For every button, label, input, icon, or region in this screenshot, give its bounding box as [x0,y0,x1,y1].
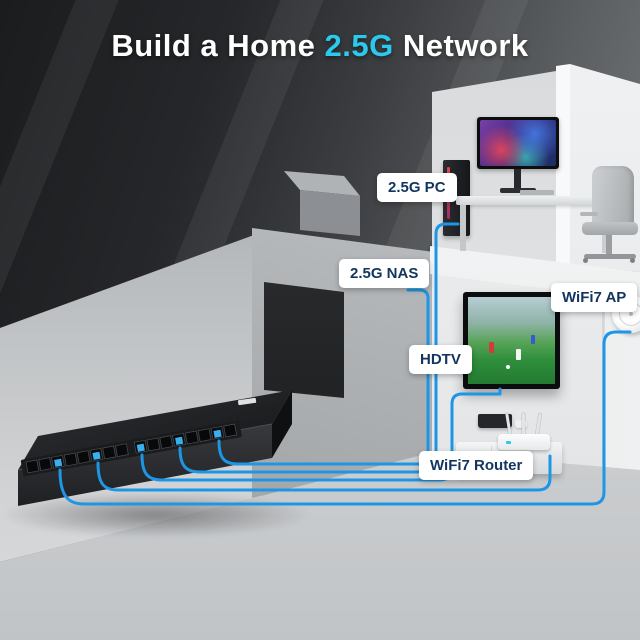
cable-plug [136,443,145,452]
cable-plug [213,429,222,438]
label-wifi7-router: WiFi7 Router [419,451,534,480]
chair-back [592,166,634,226]
pc-monitor [477,117,559,169]
tv-player-figure [488,342,494,354]
cable-plug [54,458,63,467]
cable-plug [175,436,184,445]
cable-to-router [96,454,552,492]
title-text-suffix: Network [393,28,529,63]
tv-player-figure [530,335,535,345]
router-body [498,434,550,450]
game-controller [515,420,527,428]
office-chair [566,166,640,272]
desk-leg-left [460,205,466,251]
hdtv [463,292,560,389]
switch-front-face [18,424,272,506]
switch-shadow [0,492,312,538]
rj45-port [223,423,237,438]
wifi-router-device [498,408,550,450]
rj45-port [146,437,161,452]
rj45-port [76,450,91,464]
router-led [506,441,511,444]
game-console [478,414,512,428]
label-2-5g-pc: 2.5G PC [377,173,457,202]
monitor-base [500,188,536,193]
tv-player-figure [515,349,521,361]
hdtv-screen [468,297,555,384]
chair-base [584,254,636,259]
chair-post [606,235,612,255]
chair-seat [582,222,638,235]
tv-ball [506,364,511,369]
title-text-prefix: Build a Home [111,28,325,63]
cable-plug [92,451,101,460]
title-highlight: 2.5G [324,28,394,63]
pc-monitor-screen [480,120,556,166]
label-wifi7-ap: WiFi7 AP [551,283,638,312]
chair-armrest [580,212,598,216]
chair-wheel [630,258,635,263]
chair-wheel [583,258,588,263]
switch-port-row [20,420,242,477]
rj45-port [184,430,199,445]
router-antenna [522,413,525,436]
keyboard [520,190,554,195]
desk-top [456,196,614,205]
rj45-port [115,443,129,457]
page-title: Build a Home 2.5G Network [0,28,640,64]
switch-logo-mark [237,397,257,406]
rj45-port [63,452,78,467]
switch-side-face [272,390,292,458]
cable-to-ap [58,330,632,506]
label-hdtv: HDTV [409,345,472,374]
rj45-port [197,428,212,442]
rj45-port [102,445,116,460]
rj45-port [159,435,174,449]
rj45-port [25,459,40,474]
network-switch [17,390,292,506]
monitor-stand [514,169,521,190]
rj45-port [38,457,52,471]
label-2-5g-nas: 2.5G NAS [339,259,430,288]
